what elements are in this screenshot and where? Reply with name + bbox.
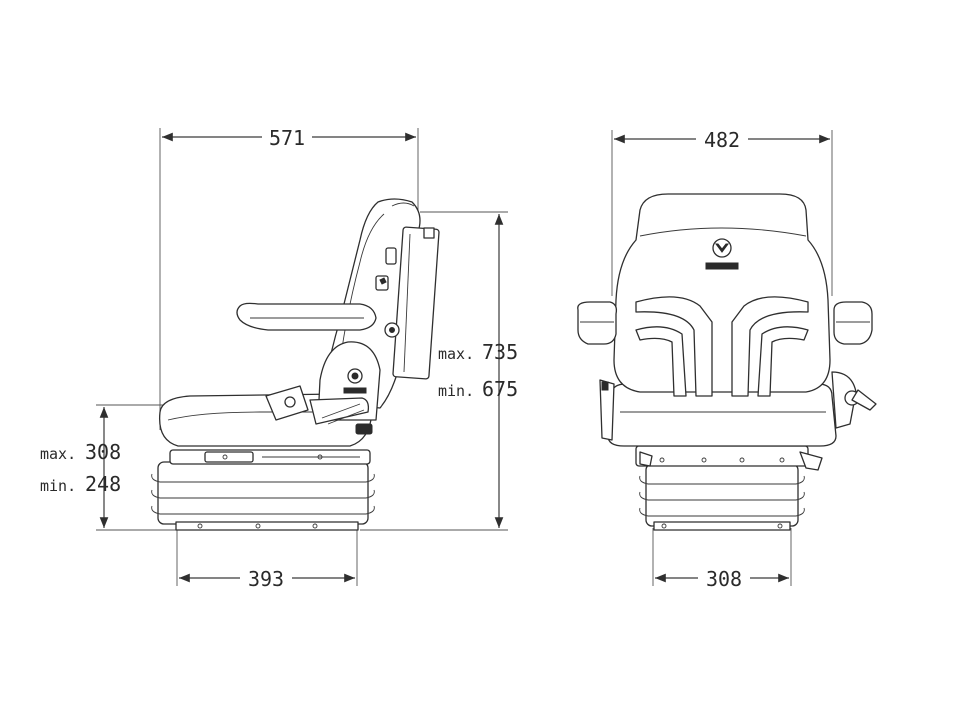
front-backrest [613,193,831,393]
base-depth-value: 393 [248,567,284,591]
side-bellows [151,461,375,531]
height-max-value: 735 [482,340,518,364]
seat-height-max-label: max. [40,445,76,463]
front-backrest-pattern [635,296,809,397]
seat-side-illustration [151,198,440,531]
height-max-label: max. [438,345,474,363]
front-bellows [639,463,805,531]
seat-height-min-label: min. [40,477,76,495]
seat-front-illustration [577,193,877,531]
front-armrest-right [833,301,873,345]
overall-width-value: 482 [704,128,740,152]
dim-overall-width: 482 [611,128,833,296]
brand-logo-icon [705,238,739,270]
front-view: 482 308 [577,128,877,591]
dim-seat-height: max. 308 min. 248 [40,404,180,531]
dim-overall-depth: 571 [159,126,419,430]
seat-height-max-value: 308 [85,440,121,464]
base-width-value: 308 [706,567,742,591]
dim-base-width: 308 [652,528,792,591]
side-backrest-frame [392,226,440,380]
dim-overall-height: max. 735 min. 675 [360,211,518,531]
front-base-frame [635,445,823,471]
side-view: 571 max. 735 min. 675 max. 308 min. 248 [40,126,518,591]
height-min-label: min. [438,382,474,400]
front-seat-cushion [607,383,837,447]
dim-base-depth: 393 [176,530,358,591]
front-armrest-left [577,301,618,345]
overall-depth-value: 571 [269,126,305,150]
height-min-value: 675 [482,377,518,401]
seat-height-min-value: 248 [85,472,121,496]
side-rail [169,449,371,465]
side-armrest [236,302,377,331]
